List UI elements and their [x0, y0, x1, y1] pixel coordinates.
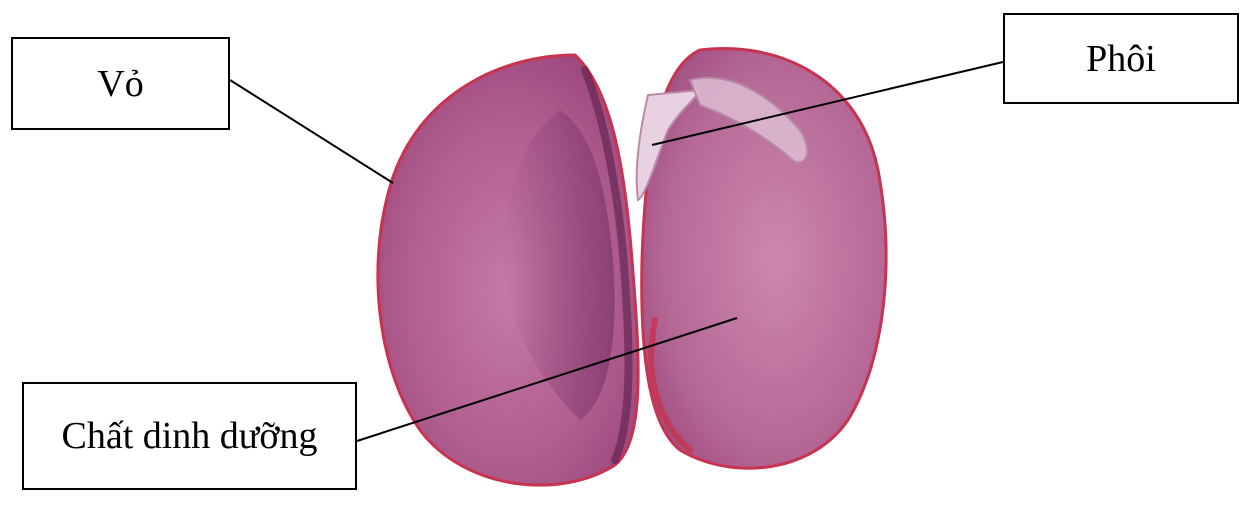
label-box-shell: Vỏ — [11, 37, 230, 130]
label-shell: Vỏ — [97, 65, 143, 103]
leader-line-shell — [230, 80, 393, 183]
label-nutrient: Chất dinh dưỡng — [61, 417, 317, 455]
label-box-nutrient: Chất dinh dưỡng — [22, 382, 357, 490]
label-box-embryo: Phôi — [1003, 13, 1239, 104]
label-embryo: Phôi — [1086, 40, 1156, 78]
